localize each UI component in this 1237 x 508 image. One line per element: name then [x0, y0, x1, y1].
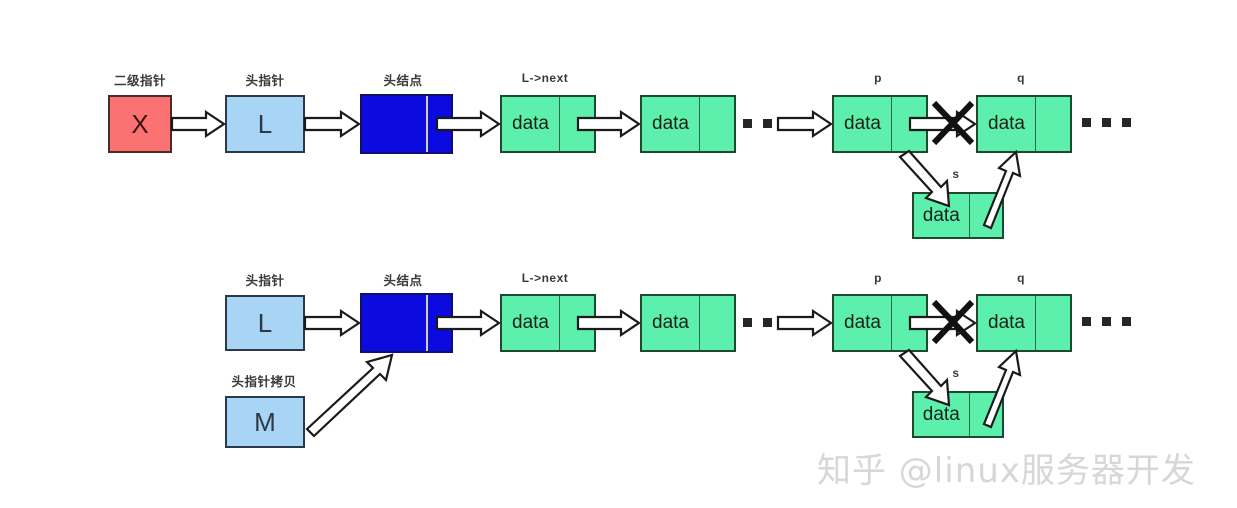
list-node-s-data-top: data [914, 194, 970, 237]
double-pointer-box-label: X [131, 108, 149, 139]
list-node-1-next-bottom [560, 296, 594, 350]
list-node-p-bottom[interactable]: data [832, 294, 928, 352]
arrow-l-to-head-top [303, 109, 361, 139]
list-node-s-top[interactable]: data [912, 192, 1004, 239]
list-node-q-next-top [1036, 97, 1070, 151]
list-node-p-data-bottom: data [834, 296, 893, 350]
list-node-1-data-top: data [502, 97, 561, 151]
label-p-bottom: p [874, 271, 882, 285]
head-node-data-cell-top [362, 96, 429, 152]
list-node-2-next-top [700, 97, 734, 151]
list-node-1-top[interactable]: data [500, 95, 596, 153]
list-node-s-data-bottom: data [914, 393, 970, 436]
list-node-2-data-bottom: data [642, 296, 701, 350]
head-pointer-box-label-top: L [257, 108, 273, 139]
list-node-s-next-bottom [970, 393, 1002, 436]
ellipsis-dot [1102, 317, 1111, 326]
list-node-q-bottom[interactable]: data [976, 294, 1072, 352]
list-node-2-bottom[interactable]: data [640, 294, 736, 352]
ellipsis-middle-top [743, 119, 792, 128]
list-node-1-data-bottom: data [502, 296, 561, 350]
arrow-x-to-l [170, 109, 226, 139]
double-pointer-box-x[interactable]: X [108, 95, 172, 153]
label-l-next-bottom: L->next [521, 271, 569, 285]
ellipsis-dot [783, 119, 792, 128]
list-node-2-top[interactable]: data [640, 95, 736, 153]
label-head-node-bottom: 头结点 [383, 273, 423, 288]
head-node-next-cell-top [428, 96, 451, 152]
label-head-node-top: 头结点 [383, 73, 423, 88]
head-node-top[interactable] [360, 94, 453, 154]
label-double-pointer-top: 二级指针 [113, 73, 167, 88]
ellipsis-dot [1122, 317, 1131, 326]
ellipsis-dot [743, 119, 752, 128]
head-pointer-box-l-bottom[interactable]: L [225, 295, 305, 351]
list-node-2-data-top: data [642, 97, 701, 151]
label-l-next-top: L->next [521, 71, 569, 85]
head-node-data-cell-bottom [362, 295, 429, 351]
list-node-q-top[interactable]: data [976, 95, 1072, 153]
cross-mark-p-to-q-top [931, 100, 975, 146]
list-node-s-bottom[interactable]: data [912, 391, 1004, 438]
arrow-l-to-head-bottom [303, 308, 361, 338]
list-node-q-data-top: data [978, 97, 1037, 151]
ellipsis-dot [783, 318, 792, 327]
list-node-p-next-top [892, 97, 926, 151]
list-node-2-next-bottom [700, 296, 734, 350]
label-s-top: s [952, 167, 960, 181]
arrow-m-to-head-node [305, 353, 394, 438]
list-node-1-next-top [560, 97, 594, 151]
ellipsis-dot [1102, 118, 1111, 127]
list-node-1-bottom[interactable]: data [500, 294, 596, 352]
label-head-pointer-top: 头指针 [245, 73, 285, 88]
ellipsis-dot [1082, 317, 1091, 326]
label-q-top: q [1017, 71, 1025, 85]
ellipsis-right-bottom [1082, 317, 1131, 326]
head-node-next-cell-bottom [428, 295, 451, 351]
ellipsis-right-top [1082, 118, 1131, 127]
head-pointer-box-l-top[interactable]: L [225, 95, 305, 153]
list-node-p-data-top: data [834, 97, 893, 151]
ellipsis-dot [763, 119, 772, 128]
ellipsis-dot [763, 318, 772, 327]
list-node-q-data-bottom: data [978, 296, 1037, 350]
list-node-q-next-bottom [1036, 296, 1070, 350]
list-node-s-next-top [970, 194, 1002, 237]
label-head-pointer-bottom: 头指针 [245, 273, 285, 288]
label-s-bottom: s [952, 366, 960, 380]
head-pointer-copy-box-label: M [254, 406, 276, 437]
list-node-p-top[interactable]: data [832, 95, 928, 153]
head-pointer-copy-box-m[interactable]: M [225, 396, 305, 448]
ellipsis-dot [743, 318, 752, 327]
head-node-bottom[interactable] [360, 293, 453, 353]
ellipsis-dot [1082, 118, 1091, 127]
label-head-pointer-copy: 头指针拷贝 [231, 374, 297, 389]
watermark-text: 知乎 @linux服务器开发 [817, 451, 1196, 491]
label-p-top: p [874, 71, 882, 85]
label-q-bottom: q [1017, 271, 1025, 285]
head-pointer-box-label-bottom: L [257, 307, 273, 338]
ellipsis-middle-bottom [743, 318, 792, 327]
list-node-p-next-bottom [892, 296, 926, 350]
cross-mark-p-to-q-bottom [931, 299, 975, 345]
ellipsis-dot [1122, 118, 1131, 127]
